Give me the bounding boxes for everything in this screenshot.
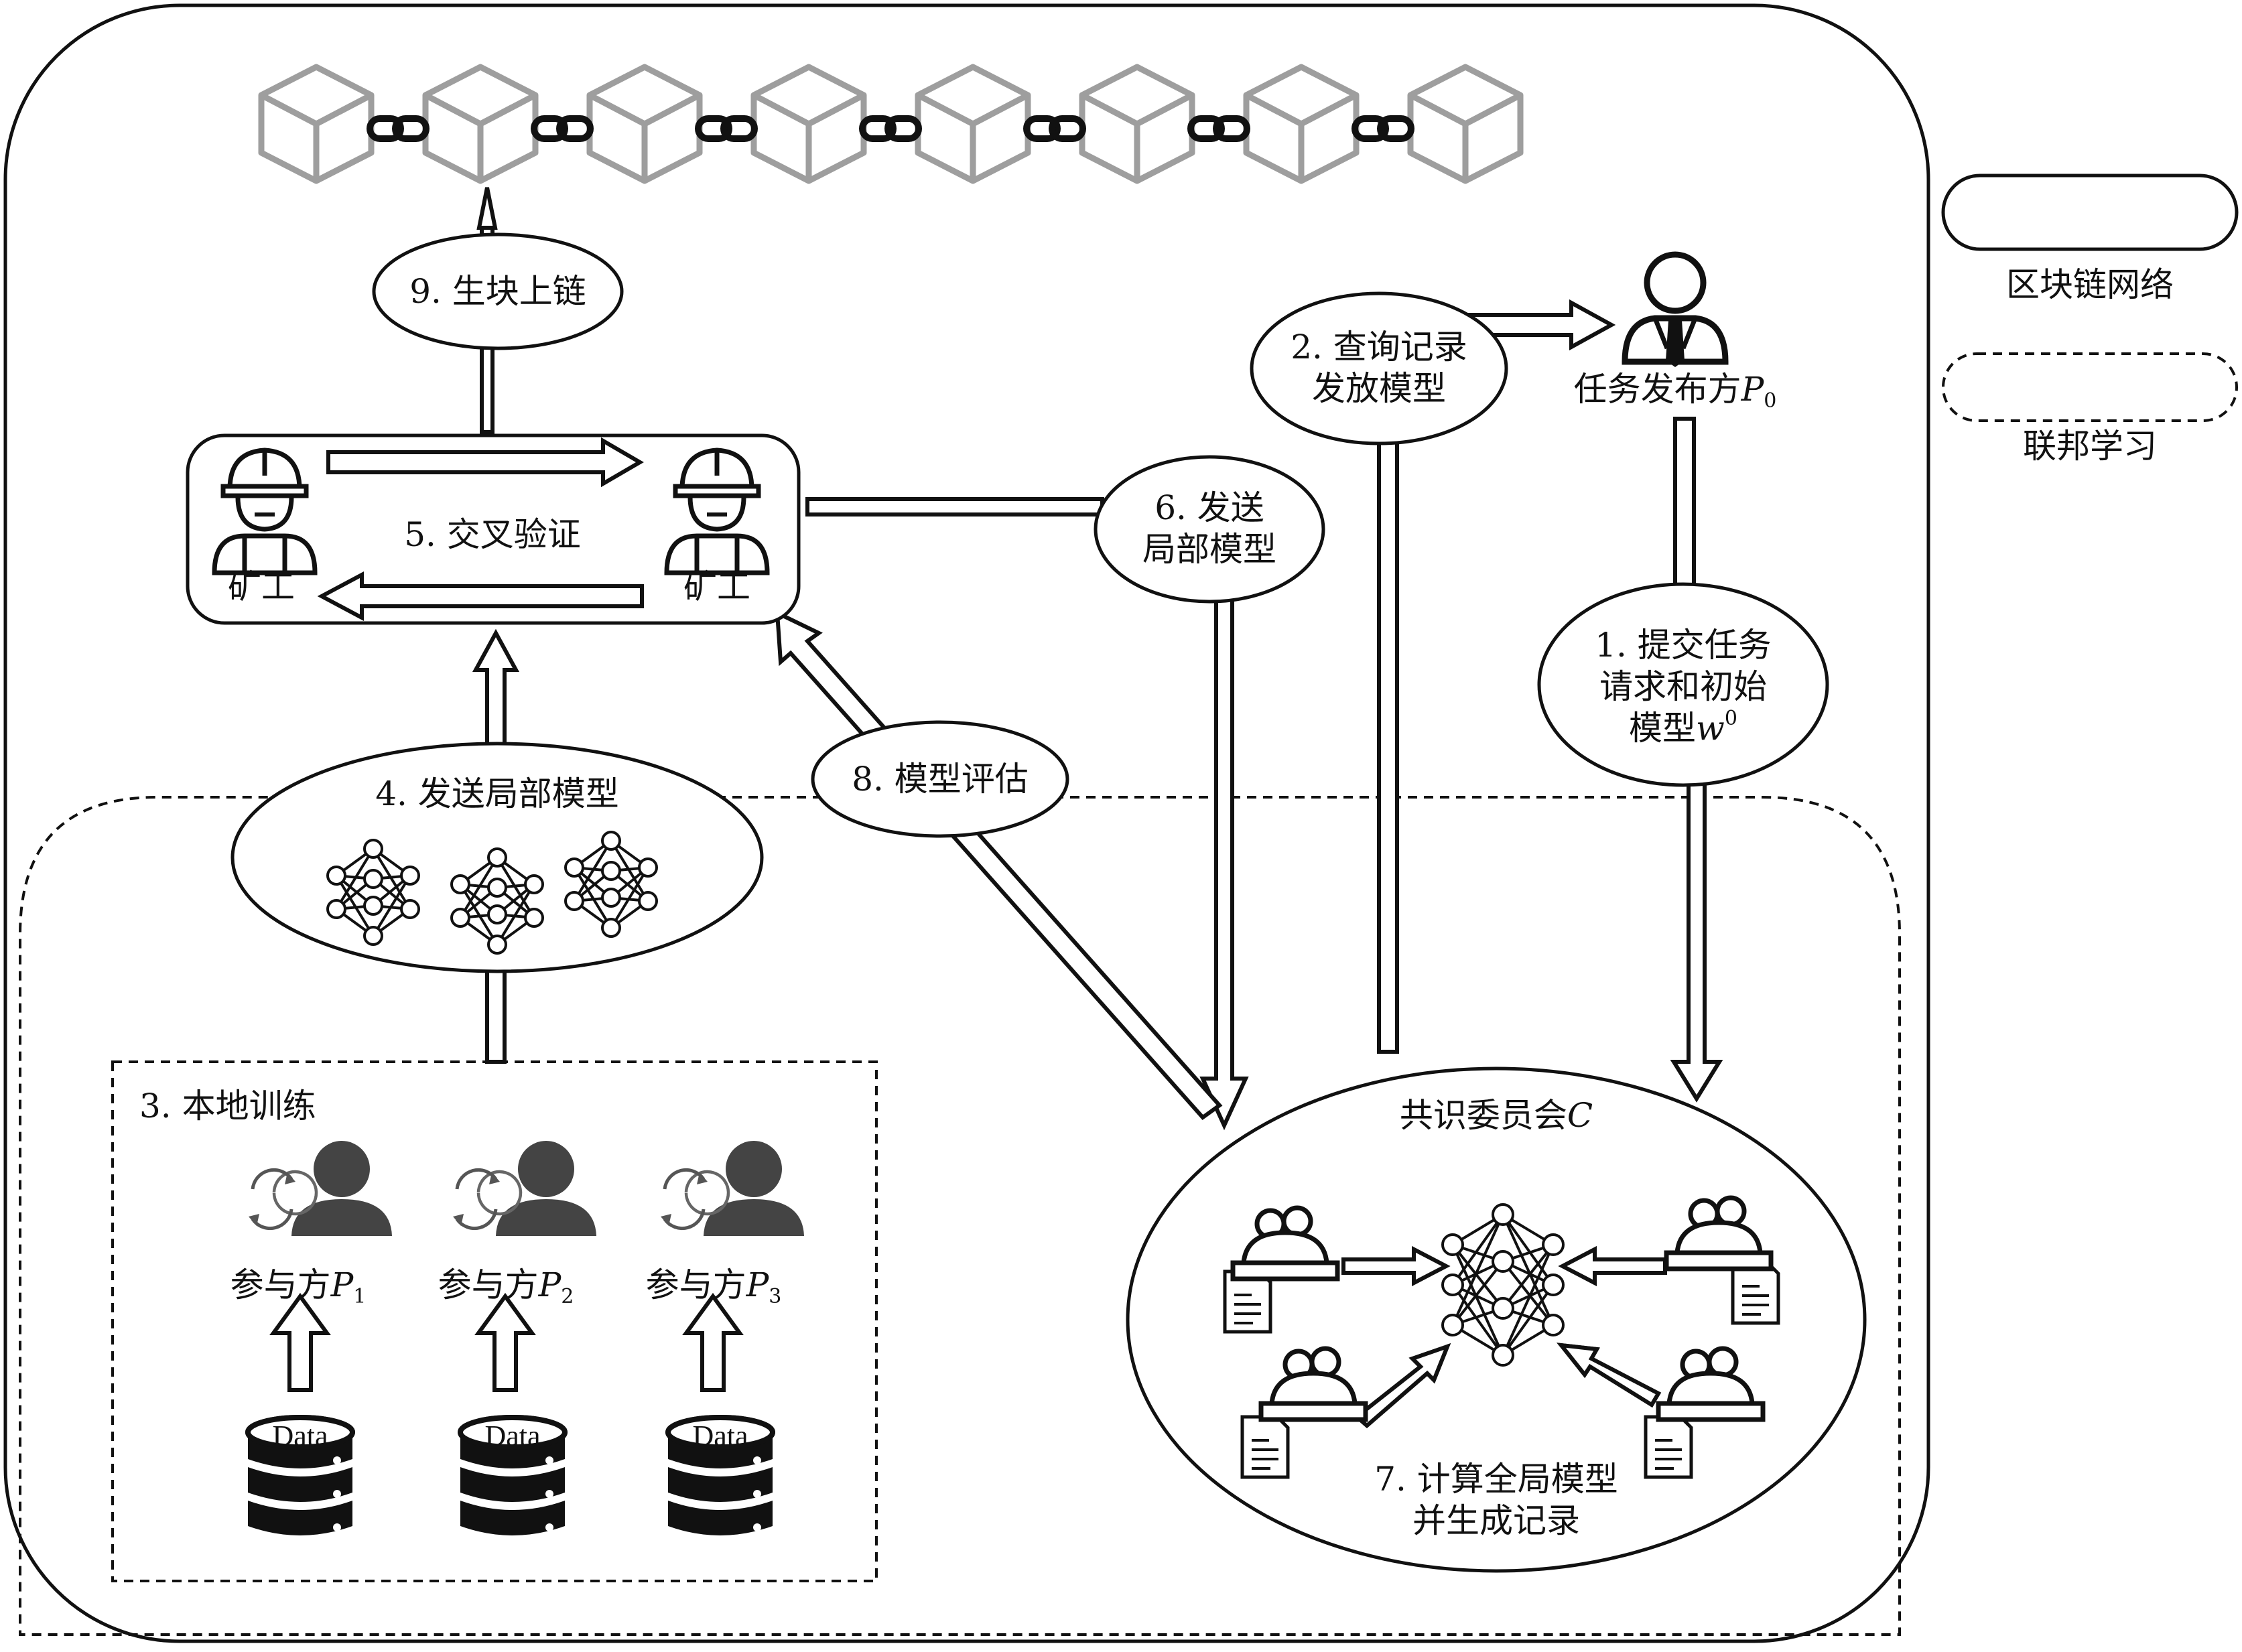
step-6-line2: 局部模型	[1142, 530, 1276, 569]
step-1-line1: 1. 提交任务	[1595, 626, 1772, 665]
participant-3-label: 参与方P3	[646, 1265, 782, 1308]
participant-2-label: 参与方P2	[438, 1265, 574, 1308]
data-label-1: Data	[272, 1420, 328, 1452]
task-publisher-label: 任务发布方P0	[1574, 370, 1777, 413]
cube-icon	[1246, 67, 1356, 181]
data-label-2: Data	[484, 1420, 540, 1452]
chain-link-icon	[1355, 119, 1411, 139]
participant-3: 参与方P3 Data	[646, 1141, 804, 1535]
arrow-8-diagonal	[775, 610, 1223, 1121]
committee-label: 共识委员会C	[1400, 1096, 1593, 1135]
businessman-icon	[1622, 251, 1729, 367]
cube-icon	[590, 67, 700, 181]
group-document-icon	[1666, 1198, 1771, 1269]
step-2-ellipse	[1250, 291, 1508, 445]
document-icon	[1242, 1417, 1288, 1477]
participant-1: 参与方P1 Data	[230, 1141, 392, 1535]
legend-dashed-box	[1942, 352, 2238, 422]
document-icon	[1646, 1417, 1691, 1477]
step-1-line2: 请求和初始	[1599, 667, 1767, 706]
document-icon	[1733, 1263, 1778, 1323]
group-document-icon	[1261, 1349, 1366, 1420]
blockchain	[261, 67, 1520, 181]
data-label-3: Data	[692, 1420, 748, 1452]
chain-link-icon	[370, 119, 426, 139]
step-5-label: 5. 交叉验证	[404, 515, 581, 554]
cube-icon	[261, 67, 371, 181]
person-sync-icon	[661, 1141, 804, 1236]
chain-link-icon	[1191, 119, 1247, 139]
committee-arrows	[1341, 1246, 1667, 1428]
arrow-6-from-miners	[805, 497, 1104, 517]
step-6-line1: 6. 发送	[1155, 488, 1264, 527]
arrow-p1-up	[269, 1292, 331, 1392]
neural-network-icon	[1441, 1203, 1565, 1367]
arrow-6-down	[1199, 577, 1249, 1131]
step-7-line2: 并生成记录	[1412, 1501, 1580, 1540]
step-3-label: 3. 本地训练	[139, 1087, 316, 1125]
miner-left-label: 矿工	[228, 567, 295, 606]
person-sync-icon	[249, 1141, 392, 1236]
step-8-ellipse	[811, 720, 1069, 838]
arrow-p2-up	[474, 1292, 536, 1392]
step-1-ellipse	[1537, 582, 1829, 787]
cube-icon	[425, 67, 535, 181]
federated-learning-boundary	[19, 796, 1901, 1636]
miners-box-arrows	[317, 437, 644, 621]
miner-right-label: 矿工	[683, 567, 750, 606]
participant-2: 参与方P2 Data	[438, 1141, 596, 1535]
person-sync-icon	[453, 1141, 596, 1236]
committee-ellipse	[1126, 1066, 1867, 1573]
legend-blockchain-label: 区块链网络	[2006, 265, 2174, 304]
arrow-1-upper	[1673, 417, 1696, 608]
blockchain-network-boundary	[3, 3, 1930, 1643]
miners-box	[186, 433, 801, 625]
step-7-line1: 7. 计算全局模型	[1374, 1460, 1618, 1499]
legend-solid-box	[1941, 174, 2239, 251]
arrow-1-lower	[1670, 772, 1723, 1103]
chain-link-icon	[698, 119, 754, 139]
cube-icon	[754, 67, 864, 181]
legend-federated-label: 联邦学习	[2023, 427, 2157, 466]
cube-icon	[1082, 67, 1192, 181]
step-8-label: 8. 模型评估	[852, 760, 1029, 799]
local-training-box	[111, 1060, 878, 1582]
chain-link-icon	[862, 119, 919, 139]
step-4-label: 4. 发送局部模型	[375, 774, 619, 813]
arrow-2-vertical	[1377, 440, 1399, 1054]
step-1-line3: 模型w0	[1629, 707, 1737, 748]
cube-icon	[1410, 67, 1520, 181]
step-2-line2: 发放模型	[1312, 369, 1446, 408]
step-2-line1: 2. 查询记录	[1291, 328, 1467, 366]
chain-link-icon	[1027, 119, 1083, 139]
group-document-icon	[1658, 1349, 1763, 1420]
arrow-p3-up	[682, 1292, 744, 1392]
group-document-icon	[1233, 1208, 1337, 1279]
arrow-3-up	[485, 966, 507, 1064]
step-6-ellipse	[1094, 455, 1325, 604]
legend: 区块链网络 联邦学习	[1941, 174, 2239, 466]
cube-icon	[918, 67, 1028, 181]
chain-link-icon	[534, 119, 590, 139]
step-9-label: 9. 生块上链	[409, 272, 586, 311]
participant-1-label: 参与方P1	[230, 1265, 367, 1308]
step-9-ellipse	[372, 232, 624, 350]
